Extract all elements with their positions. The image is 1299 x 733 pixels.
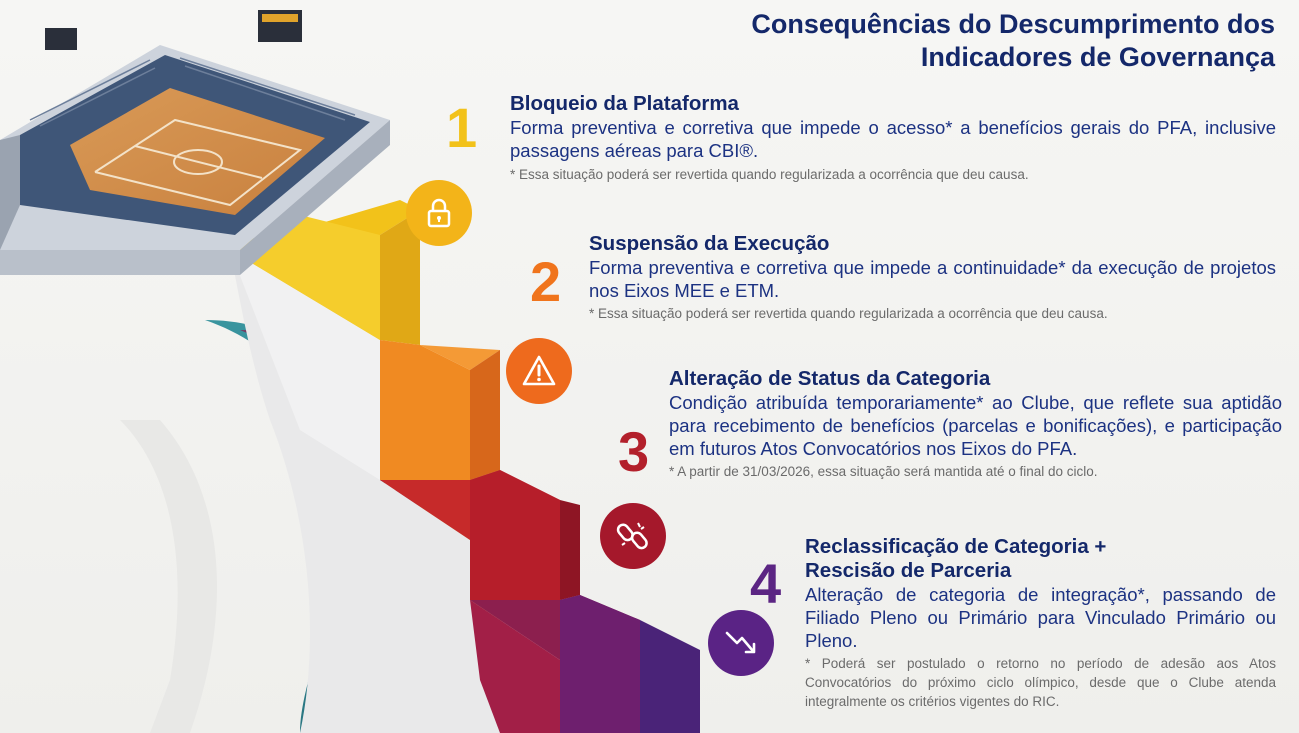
title-line-1: Consequências do Descumprimento dos [751,9,1275,39]
step-1-block: Bloqueio da Plataforma Forma preventiva … [510,92,1276,184]
broken-link-badge [600,503,666,569]
step-number-4: 4 [750,552,782,615]
step-number-3: 3 [618,420,650,483]
step-2-block: Suspensão da Execução Forma preventiva e… [589,232,1276,323]
warning-icon [522,355,556,386]
step-2-note: * Essa situação poderá ser revertida qua… [589,306,1108,321]
step-4-title-line-1: Reclassificação de Categoria + [805,535,1107,558]
page-title: Consequências do Descumprimento dos Indi… [751,8,1275,74]
step-2-title: Suspensão da Execução [589,232,830,255]
step-4-note: * Poderá ser postulado o retorno no perí… [805,656,1276,709]
step-number-1: 1 [446,96,478,159]
lock-badge [406,180,472,246]
step-3-text: Condição atribuída temporariamente* ao C… [669,392,1282,459]
trend-down-icon [725,631,756,654]
trend-down-badge [708,610,774,676]
step-4-title-line-2: Rescisão de Parceria [805,559,1012,582]
step-3-block: Alteração de Status da Categoria Condiçã… [669,367,1282,481]
title-line-2: Indicadores de Governança [920,42,1275,72]
lock-icon [427,198,451,228]
warning-badge [506,338,572,404]
step-1-note: * Essa situação poderá ser revertida qua… [510,167,1029,182]
step-4-text: Alteração de categoria de integração*, p… [805,584,1276,651]
step-4-block: Reclassificação de Categoria + Rescisão … [805,535,1276,711]
broken-link-icon [616,522,648,550]
arena-illustration [0,10,390,275]
step-number-2: 2 [530,250,562,313]
step-2-text: Forma preventiva e corretiva que impede … [589,257,1276,301]
step-1-text: Forma preventiva e corretiva que impede … [510,117,1276,161]
step-3-title: Alteração de Status da Categoria [669,367,991,390]
step-1-title: Bloqueio da Plataforma [510,92,739,115]
step-3-note: * A partir de 31/03/2026, essa situação … [669,464,1098,479]
